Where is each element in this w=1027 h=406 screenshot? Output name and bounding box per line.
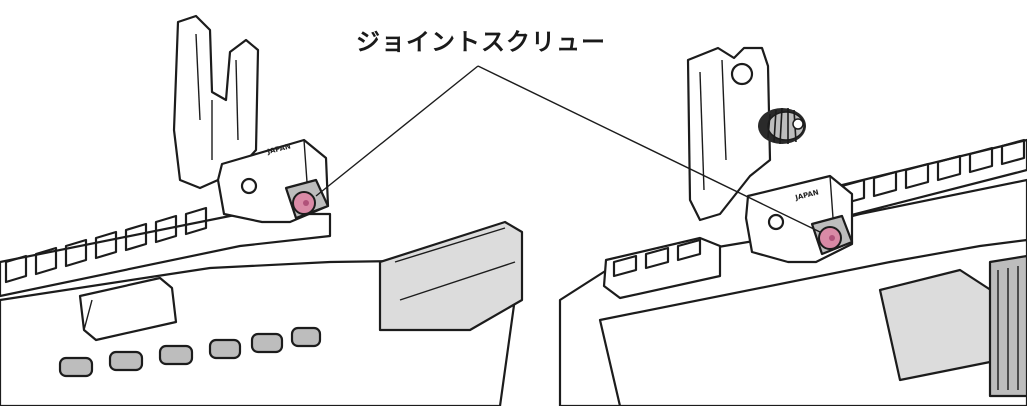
leader-line-right bbox=[477, 65, 821, 233]
right-rifle-illustration: JAPAN bbox=[558, 46, 1027, 406]
left-rifle-illustration: JAPAN bbox=[0, 14, 524, 406]
callout: ジョイントスクリュー bbox=[315, 28, 821, 233]
leader-line-left bbox=[315, 65, 479, 197]
callout-label: ジョイントスクリュー bbox=[356, 28, 606, 56]
